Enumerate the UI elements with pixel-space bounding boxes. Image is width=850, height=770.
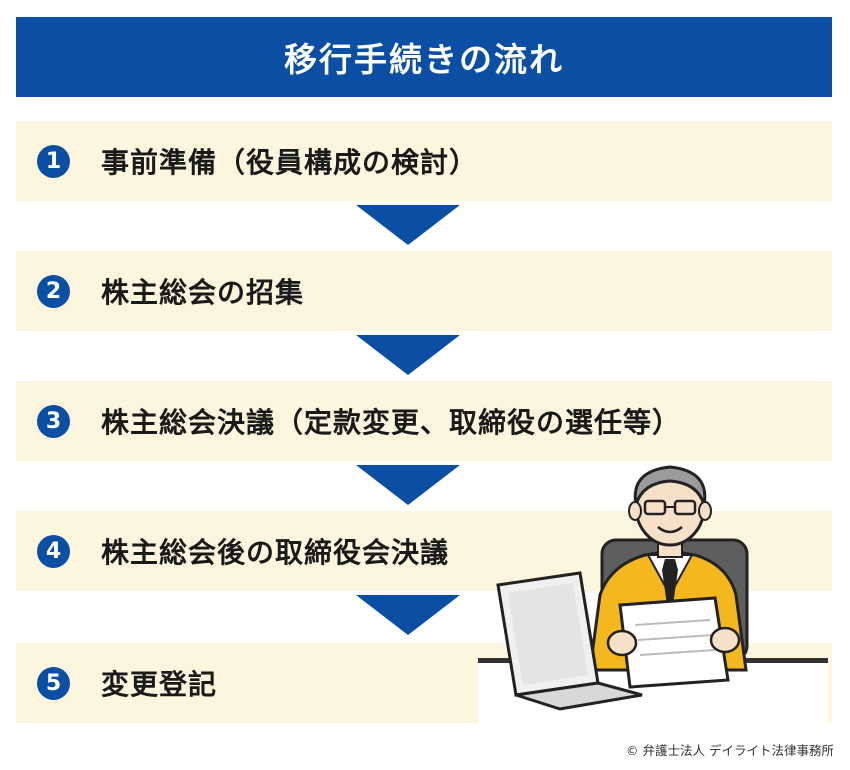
arrow-down-icon (356, 335, 460, 375)
step-1-number: 1 (37, 145, 70, 178)
step-1-label: 事前準備（役員構成の検討） (101, 146, 479, 179)
tie-icon (662, 559, 678, 605)
hand-left-icon (606, 629, 638, 657)
document-line (639, 649, 716, 656)
step-3: 3 株主総会決議（定款変更、取締役の選任等） (16, 381, 832, 461)
ear-left (628, 501, 642, 521)
step-5-label: 変更登記 (101, 668, 218, 701)
step-2: 2 株主総会の招集 (16, 251, 832, 331)
businessman-illustration (478, 465, 828, 723)
smile (657, 526, 683, 534)
laptop-base (515, 681, 643, 711)
hand-right-icon (709, 626, 741, 654)
step-5-number: 5 (37, 667, 70, 700)
copyright-text: © 弁護士法人 デイライト法律事務所 (626, 743, 834, 758)
diagram-title: 移行手続きの流れ (16, 17, 832, 97)
step-1: 1 事前準備（役員構成の検討） (16, 121, 832, 201)
laptop-screen (508, 583, 588, 685)
document-line (634, 619, 711, 626)
arrow-down-icon (356, 595, 460, 635)
step-4-number: 4 (37, 535, 70, 568)
arrow-down-icon (356, 465, 460, 505)
step-3-label: 株主総会決議（定款変更、取締役の選任等） (101, 406, 682, 439)
diagram-title-text: 移行手続きの流れ (284, 40, 564, 79)
document-line (637, 634, 714, 641)
step-2-number: 2 (37, 275, 70, 308)
step-3-number: 3 (37, 405, 70, 438)
step-4-label: 株主総会後の取締役会決議 (101, 536, 450, 569)
arrow-down-icon (356, 205, 460, 245)
ear-right (698, 501, 712, 521)
step-2-label: 株主総会の招集 (101, 276, 305, 309)
